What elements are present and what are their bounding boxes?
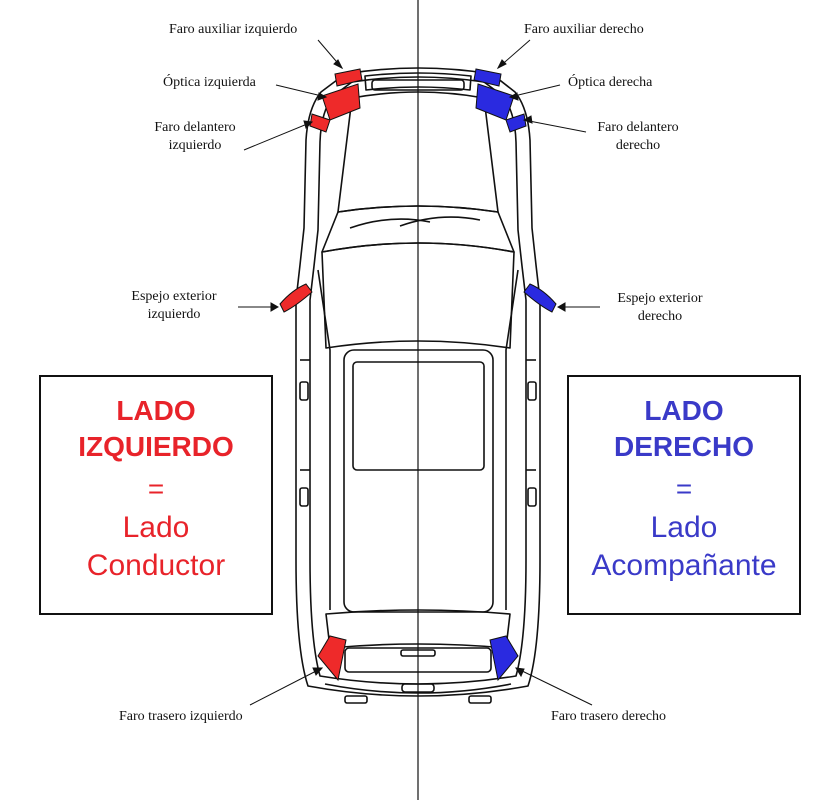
label-faro-aux-der: Faro auxiliar derecho (524, 22, 644, 37)
label-faro-del-izq-line1: Faro delantero (154, 120, 236, 135)
left-aux-light (334, 68, 363, 87)
right-mirror (523, 283, 557, 313)
label-faro-del-der-line2: derecho (615, 138, 661, 153)
leader-lines (238, 39, 600, 706)
label-faro-tras-izq: Faro trasero izquierdo (119, 709, 243, 724)
label-faro-del-izq-line2: izquierdo (168, 138, 222, 153)
label-faro-tras-der: Faro trasero derecho (551, 709, 667, 724)
label-faro-del-izq: Faro delantero izquierdo (140, 119, 250, 155)
left-box-equals: = (147, 473, 165, 504)
label-espejo-izq-line2: izquierdo (147, 307, 201, 322)
right-box-title-2: DERECHO (613, 431, 754, 462)
label-faro-aux-izq: Faro auxiliar izquierdo (169, 22, 298, 37)
right-box-equals: = (675, 473, 693, 504)
right-headlight-front (505, 113, 527, 133)
right-box-sub-1: Lado (650, 511, 718, 544)
left-box-title-1: LADO (116, 395, 196, 426)
label-faro-del-der: Faro delantero derecho (584, 119, 692, 155)
label-faro-del-der-line1: Faro delantero (597, 120, 679, 135)
right-rear-light (489, 635, 519, 682)
right-side-box: LADO DERECHO = Lado Acompañante (567, 375, 801, 615)
label-optica-izq: Óptica izquierda (163, 75, 256, 90)
left-headlight-front (309, 113, 331, 133)
left-rear-light (317, 635, 347, 682)
left-box-sub-2: Conductor (86, 549, 226, 582)
label-espejo-der: Espejo exterior derecho (604, 290, 716, 326)
left-box-sub-1: Lado (122, 511, 190, 544)
right-box-sub-2: Acompañante (591, 549, 777, 582)
left-box-title-2: IZQUIERDO (78, 431, 234, 462)
left-mirror (279, 283, 313, 313)
label-espejo-der-line2: derecho (637, 309, 683, 324)
label-optica-der: Óptica derecha (568, 75, 653, 90)
left-side-box: LADO IZQUIERDO = Lado Conductor (39, 375, 273, 615)
right-headlight-optic (475, 83, 515, 121)
right-aux-light (473, 68, 502, 87)
label-espejo-izq: Espejo exterior izquierdo (118, 288, 230, 324)
right-box-title-1: LADO (644, 395, 724, 426)
label-espejo-izq-line1: Espejo exterior (131, 289, 217, 304)
label-espejo-der-line1: Espejo exterior (617, 291, 703, 306)
left-headlight-optic (321, 83, 361, 121)
